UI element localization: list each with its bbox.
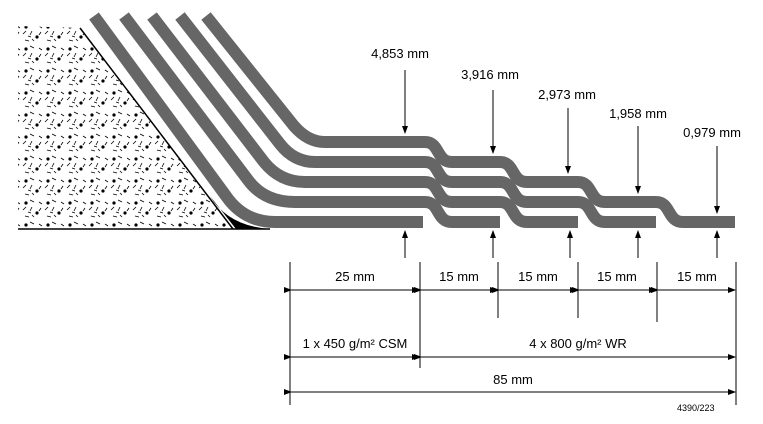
substrate-core xyxy=(18,26,233,229)
step-width-4: 15 mm xyxy=(597,269,637,284)
step-width-3: 15 mm xyxy=(518,269,558,284)
thickness-label-2: 3,916 mm xyxy=(461,67,519,82)
ply-3-wr xyxy=(147,12,578,228)
thickness-label-1: 4,853 mm xyxy=(371,46,429,61)
ply-1-csm xyxy=(89,12,423,228)
step-width-2: 15 mm xyxy=(439,269,479,284)
wr-label: 4 x 800 g/m² WR xyxy=(529,336,627,351)
thickness-label-4: 1,958 mm xyxy=(609,106,667,121)
ply-5-wr xyxy=(201,12,735,228)
thickness-label-3: 2,973 mm xyxy=(538,87,596,102)
step-width-5: 15 mm xyxy=(677,269,717,284)
step-width-1: 25 mm xyxy=(335,269,375,284)
csm-label: 1 x 450 g/m² CSM xyxy=(302,336,408,351)
ply-2-wr xyxy=(119,12,500,228)
figure-number: 4390/223 xyxy=(677,403,715,413)
total-length-label: 85 mm xyxy=(493,372,533,387)
substrate-edge xyxy=(79,27,234,230)
resin-fillet xyxy=(210,196,270,229)
thickness-label-5: 0,979 mm xyxy=(683,125,741,140)
ply-4-wr xyxy=(175,12,656,228)
